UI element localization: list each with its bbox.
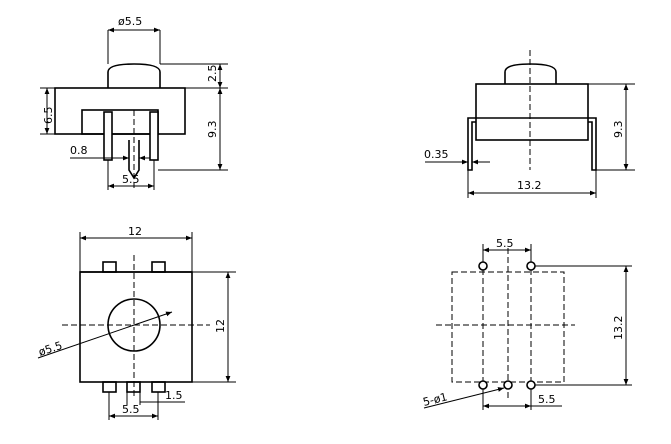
footprint-dim-hole-spacing-top: 5.5 bbox=[496, 237, 514, 250]
footprint-dim-holes: 5-ø1 bbox=[422, 390, 449, 409]
front-dim-pin-spacing: 5.5 bbox=[122, 173, 140, 186]
footprint-hole bbox=[526, 380, 536, 390]
side-lead-right bbox=[588, 117, 597, 171]
top-tab-right bbox=[151, 261, 166, 273]
side-dim-lead-span: 13.2 bbox=[517, 179, 542, 192]
top-dim-width: 12 bbox=[128, 225, 142, 238]
side-body bbox=[475, 83, 589, 141]
footprint-view: 5.5 13.2 5-ø1 5.5 bbox=[422, 237, 632, 410]
top-tab-left bbox=[102, 261, 117, 273]
top-dim-pin-size: 1.5 bbox=[165, 389, 183, 402]
front-view: ø5.5 2.5 6.5 9.3 0.8 5.5 bbox=[40, 15, 228, 190]
side-lead-left bbox=[467, 117, 476, 171]
top-pin-br bbox=[151, 381, 166, 393]
front-pin-right bbox=[149, 111, 159, 161]
front-dim-cap-height: 2.5 bbox=[206, 65, 219, 83]
front-dim-body-height: 6.5 bbox=[42, 107, 55, 125]
top-dim-button-diameter: ø5.5 bbox=[37, 339, 64, 359]
footprint-hole bbox=[478, 261, 488, 271]
footprint-dim-hole-spacing-bottom: 5.5 bbox=[538, 393, 556, 406]
front-dim-top-diameter: ø5.5 bbox=[118, 15, 142, 28]
side-dim-lead-thickness: 0.35 bbox=[424, 148, 449, 161]
front-pin-left bbox=[103, 111, 113, 161]
footprint-hole bbox=[526, 261, 536, 271]
footprint-hole bbox=[478, 380, 488, 390]
top-body bbox=[79, 271, 193, 383]
side-view: 9.3 0.35 13.2 bbox=[424, 50, 635, 198]
top-dim-pin-spacing: 5.5 bbox=[122, 403, 140, 416]
top-pin-bl bbox=[102, 381, 117, 393]
front-body-lower bbox=[81, 109, 159, 135]
front-body bbox=[54, 87, 186, 135]
front-dim-pin-width: 0.8 bbox=[70, 144, 88, 157]
front-dim-total-height: 9.3 bbox=[206, 121, 219, 139]
footprint-hole bbox=[503, 380, 513, 390]
top-view: 12 12 ø5.5 5.5 1.5 bbox=[37, 225, 236, 420]
top-dim-height: 12 bbox=[214, 319, 227, 333]
front-cap bbox=[107, 63, 161, 88]
footprint-dim-outer-span: 13.2 bbox=[612, 316, 625, 341]
side-dim-total-height: 9.3 bbox=[612, 121, 625, 139]
